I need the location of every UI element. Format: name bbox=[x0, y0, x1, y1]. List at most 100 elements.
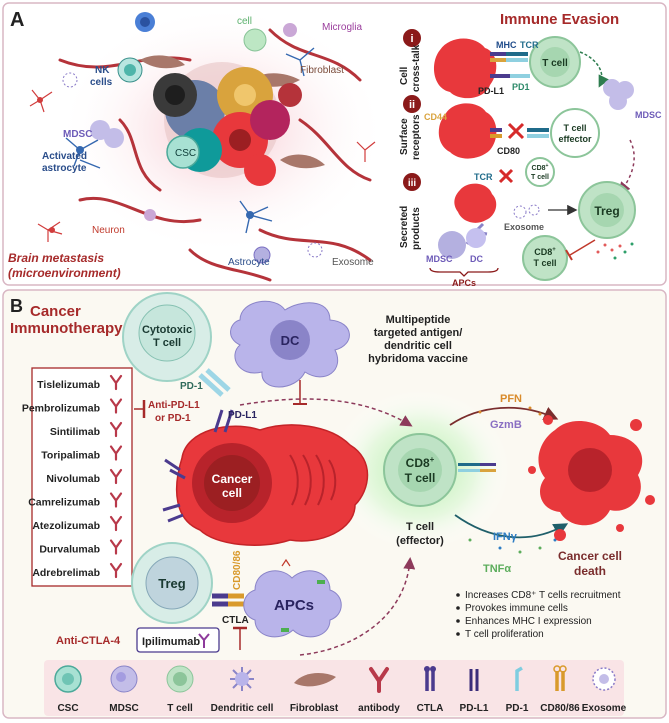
microglia bbox=[144, 23, 297, 221]
step-iii-side-line1: Secreted bbox=[399, 206, 410, 248]
legend-label-tcell: T cell bbox=[167, 703, 193, 714]
legend-label-pd1: PD-1 bbox=[506, 703, 529, 714]
tumor-cell-ii bbox=[438, 103, 497, 159]
pd-1-label-b: PD-1 bbox=[180, 381, 203, 392]
step-i-side-line1: Cell bbox=[399, 66, 410, 85]
outcome-bullets: Increases CD8⁺ T cells recruitmentProvok… bbox=[456, 590, 621, 640]
antibody-icon bbox=[109, 468, 123, 485]
tcr-label: TCR bbox=[520, 40, 539, 50]
label-nk-line2: cells bbox=[90, 77, 113, 88]
step-iii-side-line2: products bbox=[411, 207, 422, 250]
gzmb-label: GzmB bbox=[490, 419, 522, 431]
antibody-icon bbox=[109, 515, 123, 532]
step-ii-side-line2: receptors bbox=[411, 114, 422, 160]
antibody-icon bbox=[109, 492, 123, 508]
death-line2: death bbox=[574, 564, 606, 578]
label-activated-line1: Activated bbox=[42, 151, 87, 162]
drug-name: Pembrolizumab bbox=[22, 403, 100, 415]
t-cell-i-label: T cell bbox=[542, 58, 568, 69]
legend-label-pdl1: PD-L1 bbox=[460, 703, 489, 714]
svg-text:ii: ii bbox=[409, 99, 415, 111]
mdsc-cell-iii bbox=[438, 231, 466, 259]
apcs-label-a: APCs bbox=[452, 278, 476, 288]
dc-label-b: DC bbox=[281, 333, 300, 348]
vaccine-line3: dendritic cell bbox=[384, 340, 452, 352]
pd-l1-icon bbox=[469, 669, 479, 691]
label-brain-line2: (microenvironment) bbox=[8, 266, 121, 280]
bullet-text: T cell proliferation bbox=[465, 629, 544, 640]
bullet-dot bbox=[456, 632, 460, 636]
a-exosome-1 bbox=[62, 72, 78, 88]
antibody-icon bbox=[109, 374, 123, 391]
cd8-b-line2: T cell bbox=[405, 471, 436, 485]
cd8-a-line2: T cell bbox=[533, 258, 556, 268]
brain-microenvironment: cell Microglia NK cells Fibroblast MDSC … bbox=[8, 5, 387, 282]
effector-line2: effector bbox=[558, 134, 592, 144]
legend-label-dc: Dendritic cell bbox=[211, 703, 274, 714]
legend-label-ctla: CTLA bbox=[417, 703, 444, 714]
antibody-icon bbox=[109, 539, 123, 555]
antibody-icon bbox=[109, 398, 123, 414]
ctla-icon bbox=[424, 666, 436, 691]
cytotoxic-line2: T cell bbox=[153, 337, 181, 349]
ctla-label-b: CTLA bbox=[222, 615, 249, 626]
tumor-cell-iii bbox=[454, 183, 497, 223]
apcs-cell bbox=[243, 570, 342, 638]
vaccine-line4: hybridoma vaccine bbox=[368, 353, 468, 365]
astrocytes bbox=[65, 47, 315, 234]
immune-evasion-title: Immune Evasion bbox=[500, 11, 619, 28]
tumor-cluster bbox=[153, 62, 302, 186]
a-t-cell bbox=[243, 28, 267, 52]
legend-label-fibro: Fibroblast bbox=[290, 703, 339, 714]
t-cell-icon bbox=[166, 665, 194, 693]
ipilimumab-antibody-icon bbox=[198, 633, 210, 648]
panel-b-title-line2: Immunotherapy bbox=[10, 320, 123, 337]
drug-list: TislelizumabPembrolizumabSintilimabTorip… bbox=[22, 374, 123, 579]
anti-pd-line2: or PD-1 bbox=[155, 413, 191, 424]
cd8-b-line1: CD8+ bbox=[406, 455, 435, 470]
svg-text:i: i bbox=[410, 33, 413, 45]
vaccine-line1: Multipeptide bbox=[386, 314, 451, 326]
panel-b: B Cancer Immunotherapy Cytotoxic T cell … bbox=[2, 289, 667, 719]
antibody-icon bbox=[109, 562, 123, 579]
antibody-icon bbox=[109, 421, 123, 438]
treg-label-a: Treg bbox=[594, 204, 619, 218]
pd-1-icon bbox=[515, 666, 523, 691]
blood-vessels bbox=[58, 28, 372, 282]
ipilimumab-label: Ipilimumab bbox=[142, 636, 200, 648]
label-brain-line1: Brain metastasis bbox=[8, 251, 104, 265]
panel-b-letter: B bbox=[10, 296, 23, 316]
pd1-label-a: PD1 bbox=[512, 82, 530, 92]
panel-b-title-line1: Cancer bbox=[30, 303, 81, 320]
step-i-marker: i bbox=[403, 29, 421, 47]
vaccine-line2: targeted antigen/ bbox=[374, 327, 463, 339]
a-astrocyte-cell bbox=[253, 246, 271, 264]
panel-a-letter: A bbox=[10, 9, 24, 31]
step-ii-marker: ii bbox=[403, 95, 421, 113]
cd44-label: CD44 bbox=[424, 112, 447, 122]
treg-label-b: Treg bbox=[158, 576, 186, 591]
mdsc2-label: MDSC bbox=[426, 254, 453, 264]
cd8-small-line1: CD8+ bbox=[532, 163, 549, 172]
effector-b-line2: (effector) bbox=[396, 535, 444, 547]
drug-name: Atezolizumab bbox=[32, 520, 100, 532]
cd80-86-icon bbox=[553, 665, 567, 691]
drug-name: Sintilimab bbox=[50, 426, 100, 438]
cd8-cell-a bbox=[522, 235, 568, 281]
bullet-text: Provokes immune cells bbox=[465, 603, 568, 614]
label-exosome: Exosome bbox=[332, 257, 374, 268]
neurons bbox=[29, 89, 376, 242]
pd-l1-label-b: PD-L1 bbox=[228, 410, 257, 421]
drug-name: Durvalumab bbox=[39, 544, 100, 556]
mdsc-icon bbox=[110, 665, 138, 693]
cd8-small-line2: T cell bbox=[531, 174, 549, 181]
drug-name: Toripalimab bbox=[41, 450, 100, 462]
apcs-label-b: APCs bbox=[274, 597, 314, 614]
ipilimumab-box bbox=[136, 627, 220, 653]
effector-line1: T cell bbox=[563, 123, 586, 133]
tnf-label: TNFα bbox=[483, 563, 511, 575]
step-iii-marker: iii bbox=[403, 173, 421, 191]
cancer-cell-death bbox=[528, 415, 655, 541]
